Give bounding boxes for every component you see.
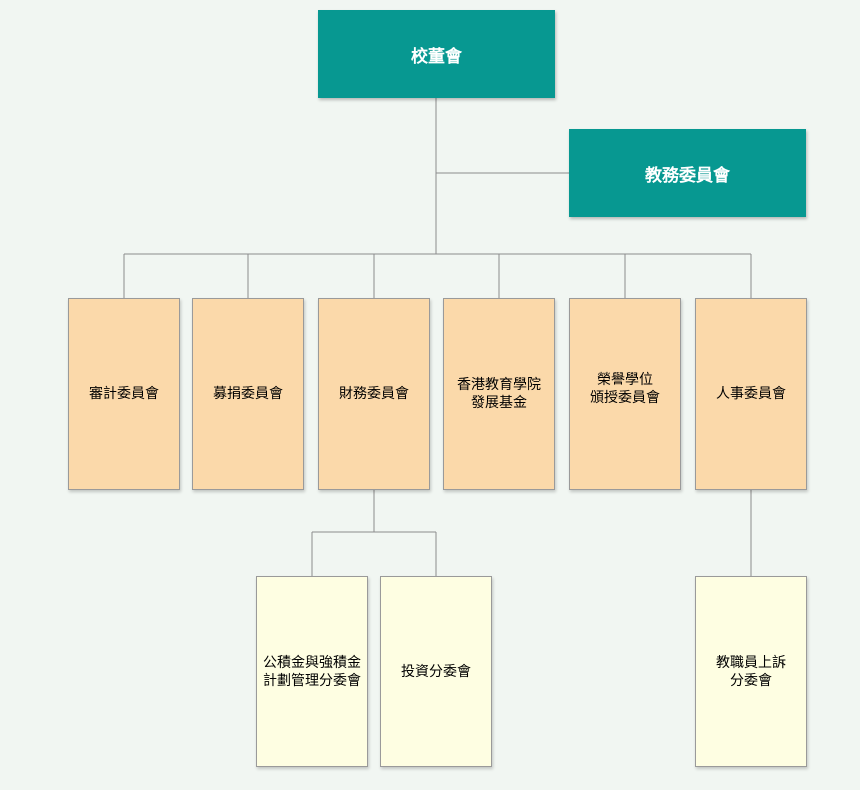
committee-audit-label: 審計委員會 xyxy=(89,386,159,402)
subcommittee-staff-appeals-label-line1: 教職員上訴 xyxy=(716,654,786,671)
committee-fundraising: 募捐委員會 xyxy=(192,298,304,490)
committee-honorary-awards: 榮譽學位 頒授委員會 xyxy=(569,298,681,490)
committee-staffing-label: 人事委員會 xyxy=(716,386,786,402)
subcommittee-investment-label: 投資分委會 xyxy=(401,663,471,680)
academic-board-box: 教務委員會 xyxy=(569,129,806,217)
council-box: 校董會 xyxy=(318,10,555,98)
subcommittee-provident-fund-label-line2: 計劃管理分委會 xyxy=(263,672,361,689)
committee-finance-label: 財務委員會 xyxy=(339,386,409,402)
subcommittee-investment: 投資分委會 xyxy=(380,576,492,767)
subcommittee-provident-fund-label-line1: 公積金與強積金 xyxy=(263,654,361,671)
committee-fundraising-label: 募捐委員會 xyxy=(213,386,283,402)
committee-development-fund-label-line2: 發展基金 xyxy=(471,395,527,411)
committee-development-fund: 香港教育學院 發展基金 xyxy=(443,298,555,490)
subcommittee-staff-appeals-label-line2: 分委會 xyxy=(730,672,772,689)
committee-honorary-awards-label-line1: 榮譽學位 xyxy=(597,372,653,388)
committee-finance: 財務委員會 xyxy=(318,298,430,490)
committee-development-fund-label-line1: 香港教育學院 xyxy=(457,377,541,393)
subcommittee-provident-fund: 公積金與強積金 計劃管理分委會 xyxy=(256,576,368,767)
committee-honorary-awards-label-line2: 頒授委員會 xyxy=(590,390,660,406)
council-label: 校董會 xyxy=(411,46,462,67)
committee-staffing: 人事委員會 xyxy=(695,298,807,490)
committee-audit: 審計委員會 xyxy=(68,298,180,490)
subcommittee-staff-appeals: 教職員上訴 分委會 xyxy=(695,576,807,767)
academic-board-label: 教務委員會 xyxy=(645,165,730,186)
